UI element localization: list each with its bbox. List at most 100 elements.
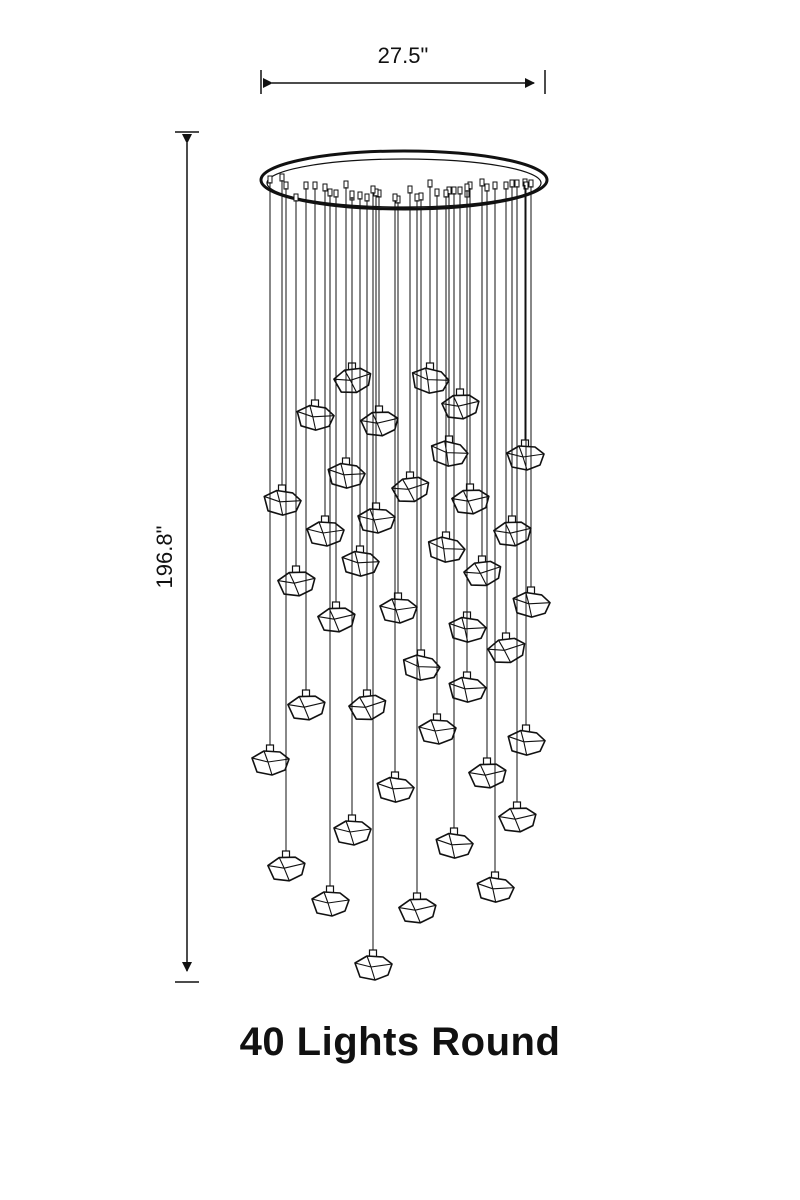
canopy-socket [434,188,440,197]
crystal-shade [512,591,551,618]
crystal-shade [287,695,326,721]
pendant-light [317,196,356,633]
pendant-light [311,195,350,917]
crystal-shade [333,820,372,846]
canopy-socket [427,179,433,188]
crystal-shade [327,462,366,489]
crystal-shade [398,898,437,924]
canopy-socket [443,189,449,198]
pendant-light [498,186,537,833]
pendant-light [435,193,474,859]
pendant-light [267,188,306,882]
crystal-shade [306,521,345,547]
crystal-shade [341,550,380,577]
pendant-light [441,193,480,420]
canopy-socket [357,191,363,200]
crystal-shade [451,489,490,515]
canopy-socket [279,173,285,182]
crystal-shade [296,404,335,431]
canopy-socket [457,186,463,195]
crystal-shade [348,694,387,721]
canopy-socket [293,193,299,202]
crystal-shade [376,776,415,803]
pendant-light [357,195,396,534]
canopy-socket [528,179,534,188]
canopy-socket [370,185,376,194]
pendant-light [287,188,326,721]
pendant-light [427,196,466,563]
pendant-light [354,192,393,981]
pendant-light [398,200,437,924]
width-label: 27.5" [378,43,429,68]
pendant-light [463,185,502,587]
canopy-socket [509,179,515,188]
crystal-shade [251,750,290,776]
canopy-socket [414,193,420,202]
crystal-shade [468,763,507,789]
crystal-shade [441,394,480,420]
crystal-shade [391,476,430,503]
crystal-shade [411,367,450,394]
pendant-light [411,186,450,394]
crystal-shade [418,719,457,745]
canopy-socket [322,183,328,192]
canopy-socket [464,183,470,192]
pendant-light [493,186,532,547]
crystal-shade [476,876,515,903]
canopy-socket [479,178,485,187]
crystal-shade [448,676,487,703]
pendant-light [296,188,335,431]
pendant-light [360,196,399,437]
crystal-shade [354,955,393,981]
width-dimension: 27.5" [260,43,546,94]
canopy-socket [327,188,333,197]
crystal-shade [379,598,418,624]
pendant-light [306,190,345,547]
pendant-light [348,200,387,721]
crystal-shade [498,807,537,833]
height-label: 196.8" [152,526,177,589]
crystal-shade [277,571,316,597]
crystal-shade [507,729,546,756]
pendant-light [341,198,380,577]
pendant-light [402,199,441,681]
crystal-shade [463,560,502,587]
canopy-socket [343,180,349,189]
pendant-light [430,193,469,467]
canopy-socket [407,185,413,194]
pendant-light [512,186,551,618]
canopy-socket [364,193,370,202]
pendant-light [376,200,415,803]
pendant-light [451,188,490,515]
canopy-socket [492,181,498,190]
height-dimension: 196.8" [152,131,199,983]
pendant-light [327,187,366,489]
canopy-socket [349,190,355,199]
pendant-light [507,188,546,756]
canopy-socket [267,175,273,184]
pendant-light [468,190,507,789]
canopy [259,149,549,211]
product-caption: 40 Lights Round [239,1020,561,1064]
crystal-shade [311,891,350,917]
crystal-shade [317,607,356,633]
canopy-socket [514,179,520,188]
crystal-shade [430,440,469,467]
canopy-socket [303,181,309,190]
canopy-socket [392,193,398,202]
canopy-socket [484,183,490,192]
pendant-light [333,197,372,846]
pendant-light [251,182,290,776]
canopy-socket [451,186,457,195]
canopy-socket [312,181,318,190]
crystal-shade [493,521,532,547]
crystal-shade [487,637,526,664]
pendant-light [487,188,526,664]
canopy-socket [418,192,424,201]
crystal-shade [357,508,396,534]
canopy-socket [283,181,289,190]
canopy-socket [333,189,339,198]
canopy-socket [503,181,509,190]
pendant-light [476,188,515,903]
